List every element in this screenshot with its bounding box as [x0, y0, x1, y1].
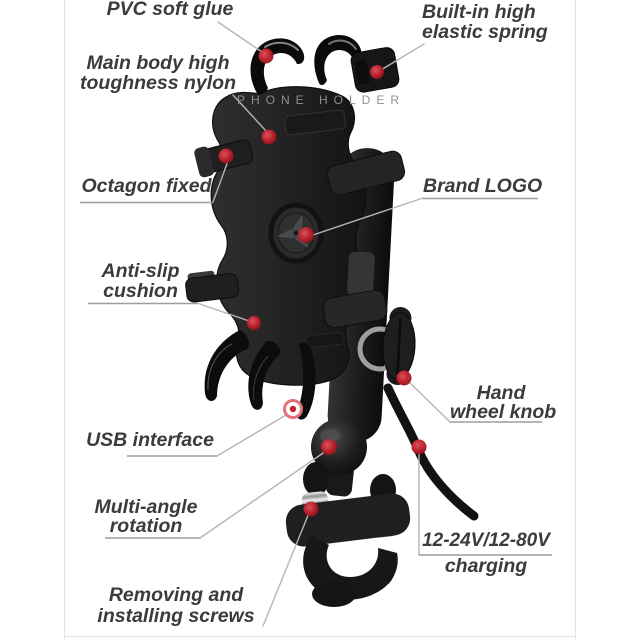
label-underlines — [80, 197, 552, 556]
label-charging-voltage: 12-24V/12-80V — [422, 530, 550, 551]
leader-hand-wheel — [406, 379, 451, 423]
hand-wheel-knob — [357, 307, 416, 385]
leader-multi-angle — [199, 450, 327, 539]
marker-charging — [411, 439, 427, 455]
leader-main-body — [232, 94, 268, 133]
label-usb-interface: USB interface — [86, 429, 214, 451]
leader-usb — [216, 411, 292, 457]
marker-usb — [283, 399, 303, 419]
leader-pvc-glue — [217, 21, 263, 53]
label-hand-wheel-knob: Hand wheel knob — [450, 382, 557, 423]
leader-elastic-spring — [380, 43, 425, 71]
label-built-in-elastic-spring: Built-in high elastic spring — [422, 1, 548, 43]
leader-lines — [196, 21, 451, 627]
leader-brand-logo — [309, 197, 424, 237]
side-arm-mid-left — [185, 270, 240, 303]
marker-elastic-spring — [370, 65, 384, 79]
marker-octagon — [218, 148, 234, 164]
label-pvc-soft-glue: PVC soft glue — [106, 0, 234, 20]
marker-removing-screws — [303, 501, 319, 517]
label-charging-word: charging — [444, 555, 528, 577]
marker-anti-slip — [247, 316, 261, 330]
ball-joint — [311, 419, 367, 497]
feature-markers — [218, 48, 427, 517]
marker-main-body — [261, 129, 277, 145]
marker-pvc-glue — [258, 48, 274, 64]
marker-multi-angle — [321, 439, 337, 455]
label-main-body-nylon: Main body high toughness nylon — [80, 52, 236, 94]
photo-watermark: PHONE HOLDER — [237, 93, 406, 107]
phone-holder-product — [185, 35, 479, 607]
handlebar-clamp — [285, 462, 411, 607]
label-brand-logo: Brand LOGO — [423, 175, 543, 197]
leader-removing-screws — [262, 512, 310, 627]
marker-brand-logo — [298, 227, 314, 243]
marker-hand-wheel — [396, 370, 412, 386]
label-octagon-fixed: Octagon fixed — [81, 175, 212, 197]
label-removing-installing-screws: Removing and installing screws — [97, 584, 255, 627]
bottom-hooks — [204, 330, 316, 420]
leader-octagon — [212, 160, 229, 203]
label-anti-slip-cushion: Anti-slip cushion — [101, 260, 180, 302]
photo-frame-lines — [64, 0, 576, 640]
top-hooks — [250, 35, 400, 95]
label-multi-angle-rotation: Multi-angle rotation — [94, 496, 198, 537]
leader-anti-slip — [196, 302, 253, 323]
